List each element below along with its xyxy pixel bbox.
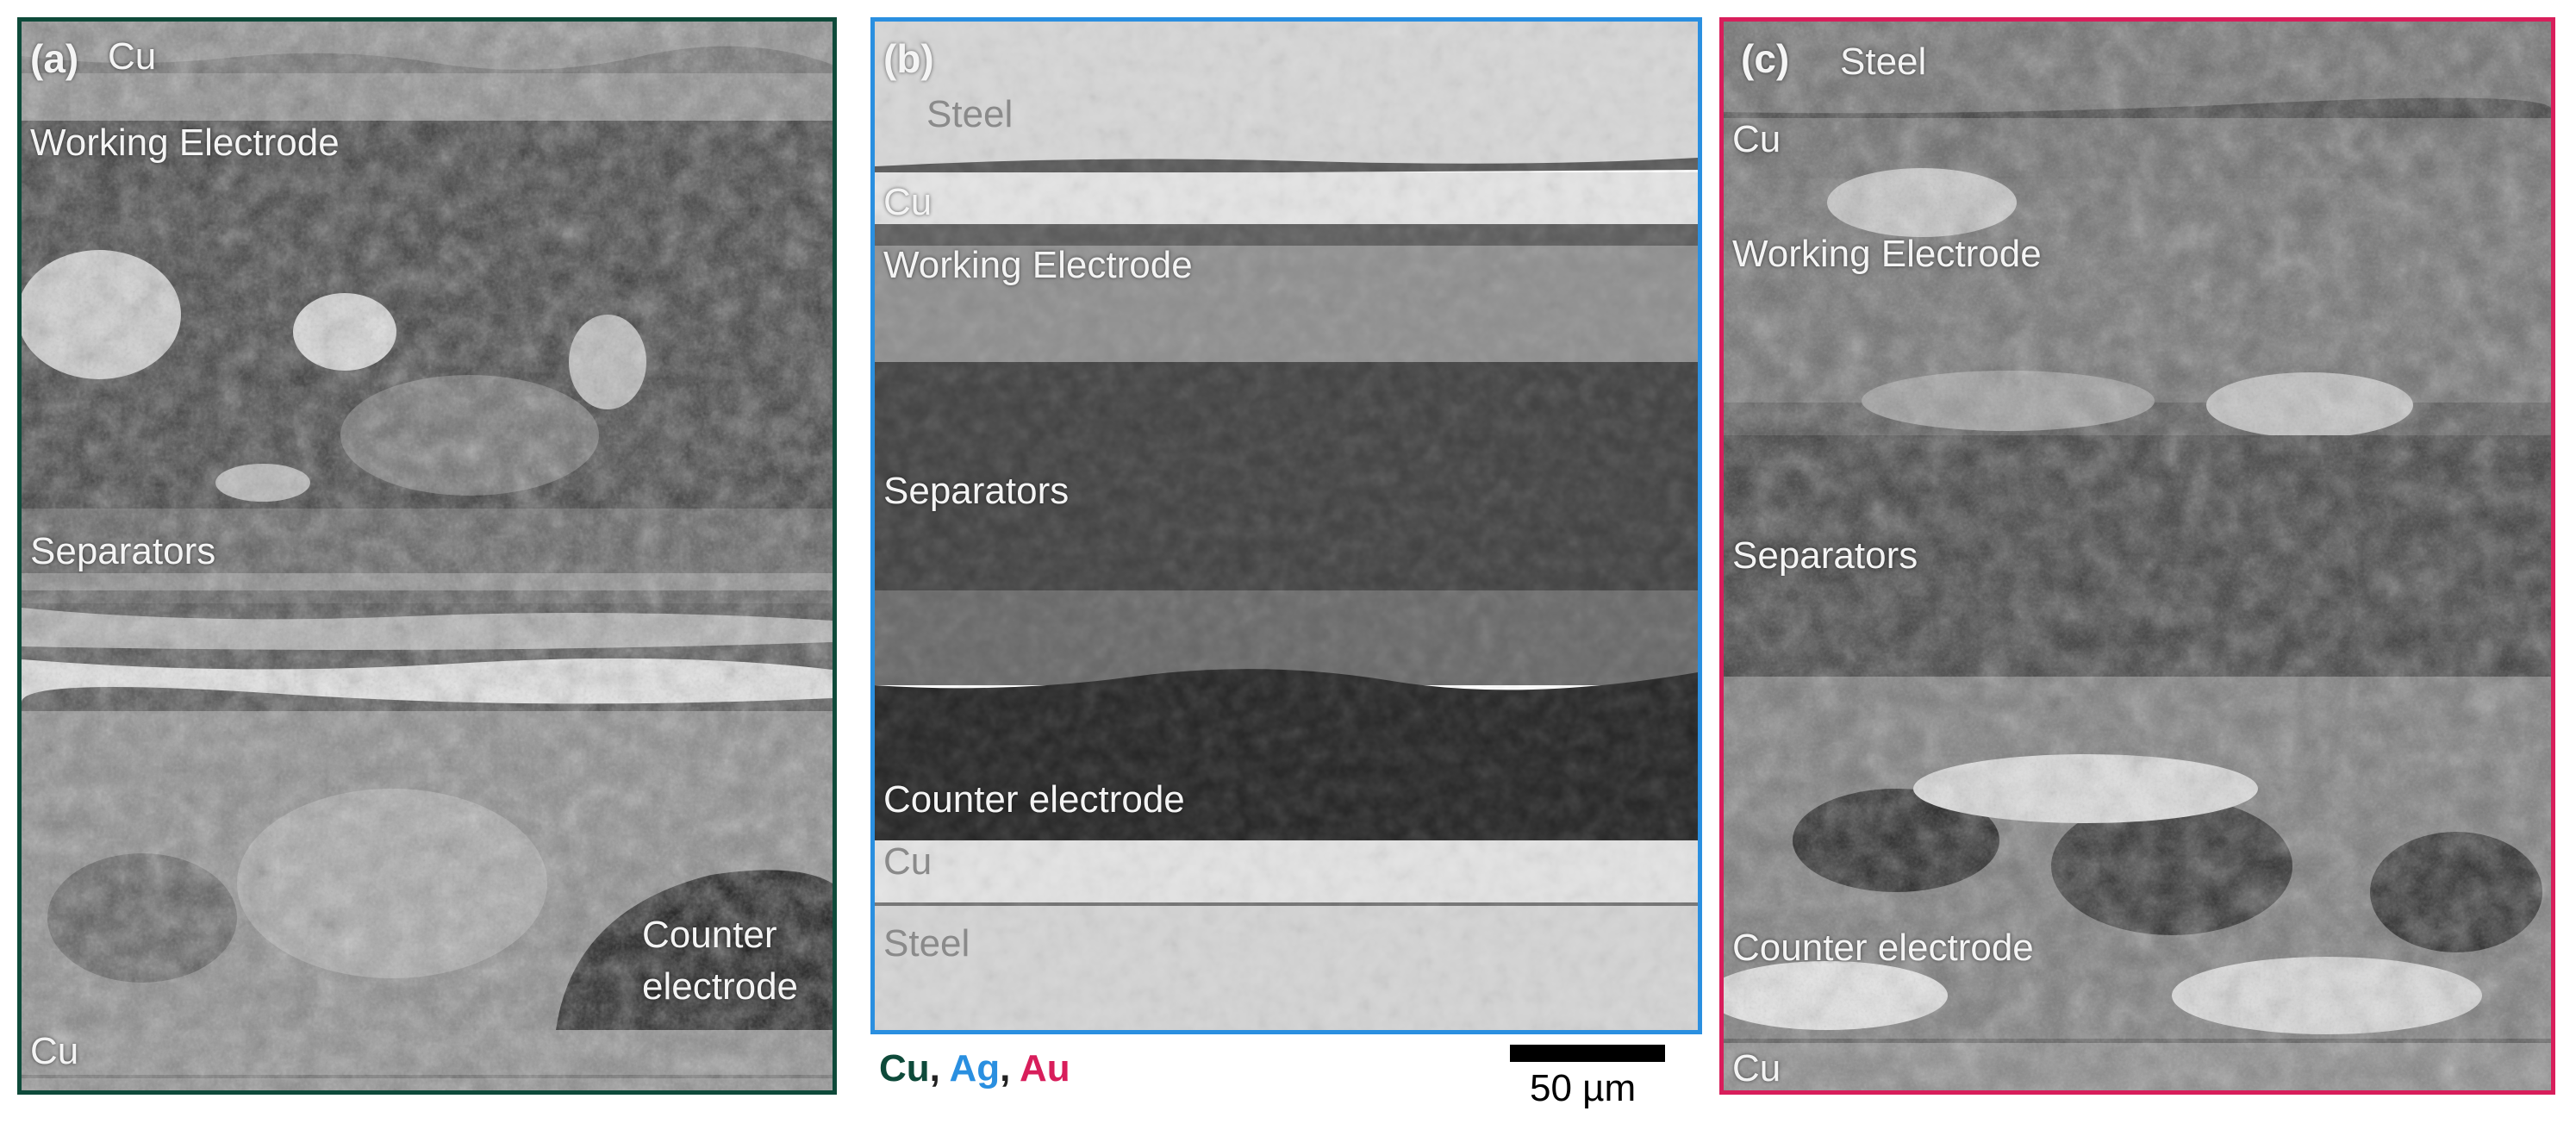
- panel-c-micrograph: [1724, 22, 2551, 1090]
- panel-c-label-working-electrode: Working Electrode: [1732, 233, 2042, 275]
- scale-bar-label: 50 µm: [1530, 1067, 1637, 1109]
- panel-b-sem-image: (b) Steel Cu Working Electrode Separator…: [870, 17, 1702, 1034]
- panel-c-label-separators: Separators: [1732, 534, 1918, 577]
- legend-separator-2: ,: [1000, 1047, 1020, 1089]
- panel-a-micrograph: [22, 22, 833, 1090]
- legend-ag: Ag: [949, 1047, 1001, 1089]
- panel-c-label-cu-top: Cu: [1732, 118, 1781, 160]
- panel-b-label-cu-bottom: Cu: [883, 840, 932, 883]
- panel-b-label-steel-top: Steel: [926, 93, 1014, 135]
- panel-a-label-counter-line1: Counter: [642, 914, 777, 956]
- panel-a-sem-image: (a) Cu Working Electrode Separators Coun…: [17, 17, 837, 1095]
- panel-c-label-cu-bottom: Cu: [1732, 1047, 1781, 1089]
- legend: Cu, Ag, Au: [879, 1047, 1070, 1090]
- panel-a-label-counter-line2: electrode: [642, 965, 799, 1008]
- panel-b-label-separators: Separators: [883, 470, 1070, 512]
- panel-a-label-working-electrode: Working Electrode: [30, 122, 340, 164]
- panel-b-micrograph: [875, 22, 1698, 1030]
- scale-bar: [1510, 1045, 1665, 1062]
- legend-cu: Cu: [879, 1047, 930, 1089]
- panel-a-label-cu-top: Cu: [108, 35, 157, 78]
- panel-c-label-steel-top: Steel: [1840, 41, 1927, 83]
- legend-separator-1: ,: [929, 1047, 950, 1089]
- legend-au: Au: [1019, 1047, 1070, 1089]
- panel-b-label-counter-electrode: Counter electrode: [883, 778, 1185, 821]
- panel-c-sem-image: (c) Steel Cu Working Electrode Separator…: [1719, 17, 2555, 1095]
- panel-b-label-working-electrode: Working Electrode: [883, 244, 1193, 286]
- panel-b-label-cu-top: Cu: [883, 181, 932, 223]
- panel-b-tag: (b): [883, 36, 934, 81]
- panel-a-label-separators: Separators: [30, 530, 216, 572]
- panel-b-label-steel-bottom: Steel: [883, 922, 970, 965]
- panel-a-label-cu-bottom: Cu: [30, 1030, 79, 1072]
- panel-c-label-counter-electrode: Counter electrode: [1732, 927, 2034, 969]
- panel-c-tag: (c): [1741, 36, 1790, 81]
- panel-a-tag: (a): [30, 36, 79, 81]
